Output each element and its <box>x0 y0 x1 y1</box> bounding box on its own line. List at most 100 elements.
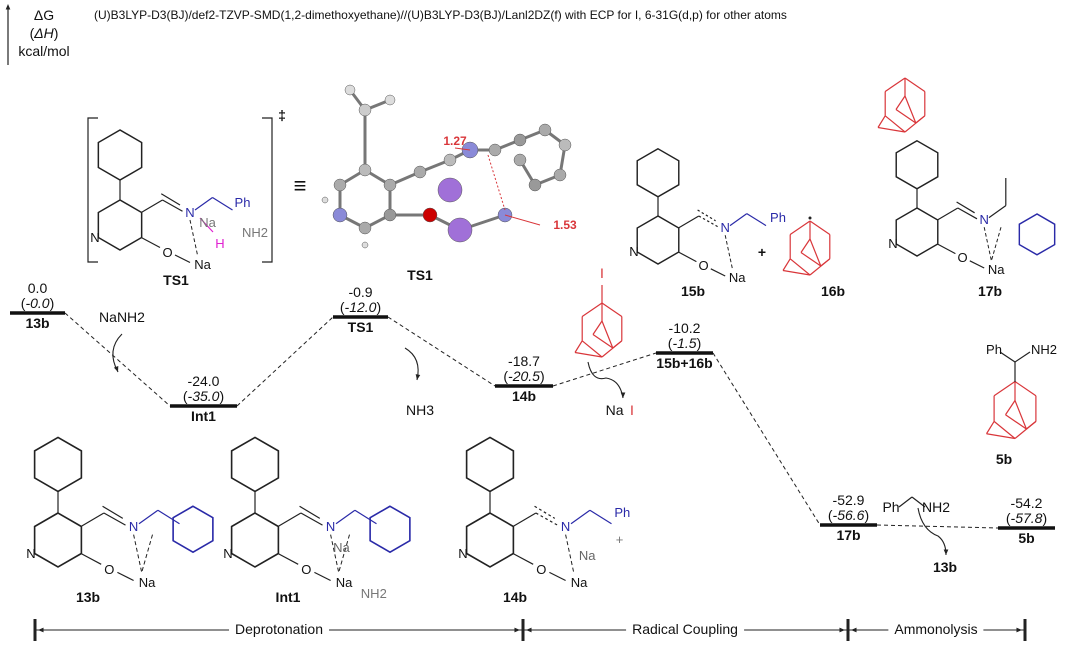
atom-label: Na <box>570 575 588 591</box>
int1-label: Int1 <box>275 589 301 605</box>
15b-label: 15b <box>680 283 706 299</box>
model-atom <box>513 153 527 167</box>
h-bond-dashed <box>487 154 506 211</box>
bond <box>138 509 159 525</box>
adamantane-bond <box>574 340 583 353</box>
phenyl-ring <box>895 139 939 190</box>
ts1-structure-label: TS1 <box>163 272 189 288</box>
atom-label: NH2 <box>241 224 269 240</box>
model-atom <box>443 153 457 167</box>
adamantane-bond <box>985 421 995 435</box>
adamantane-bond <box>581 340 603 358</box>
adamantane-17b <box>877 77 926 133</box>
13b-label: 13b <box>75 589 101 605</box>
atom-label: Na <box>987 262 1005 278</box>
adamantane-bond <box>1014 400 1027 430</box>
energy-dG-value: 0.0 <box>27 280 48 296</box>
atom-label: Ph <box>614 505 631 520</box>
bond <box>534 505 556 519</box>
structure-sInt1 <box>230 436 411 582</box>
atom-label: NH2 <box>360 586 387 601</box>
atom-label: Na <box>333 540 350 556</box>
model-atom <box>358 221 372 235</box>
distance-arrow <box>454 147 471 151</box>
model-atom <box>358 163 372 177</box>
bond <box>160 193 181 206</box>
atom-label: Na <box>335 575 353 591</box>
arrow-head <box>514 627 520 633</box>
atom-label: N <box>979 212 989 227</box>
energy-dG-value: -24.0 <box>187 373 220 389</box>
bond <box>162 199 183 212</box>
model-atom <box>437 177 463 203</box>
adamantane-bond <box>1014 381 1037 397</box>
bond <box>937 243 956 255</box>
product-13b: 13b <box>932 559 958 575</box>
atom-label: N <box>560 518 571 534</box>
adamantane-bond <box>895 109 917 124</box>
bond <box>102 505 124 519</box>
benzylamine-ph: Ph <box>882 499 900 515</box>
energy-dH-value: -0.0 <box>21 296 54 311</box>
adamantane-bond <box>1026 420 1037 430</box>
phenyl-ring <box>230 436 280 493</box>
iodoadamantane <box>574 302 623 358</box>
bond <box>80 512 105 528</box>
connector-dashed-line <box>387 316 496 387</box>
bond <box>194 197 213 211</box>
adamantane-bond <box>877 115 886 128</box>
atom-label: H <box>215 235 225 251</box>
energy-level-name: 17b <box>836 527 861 543</box>
reagent-arrow-13b <box>917 507 947 556</box>
benzyl-ring <box>369 505 411 554</box>
arrow-head <box>415 374 421 380</box>
atom-label: N <box>185 204 195 220</box>
h-transfer-bond <box>199 217 214 233</box>
atom-label: N <box>325 518 336 534</box>
model-atom <box>528 178 542 192</box>
axis-dH-label: ΔH <box>30 26 59 41</box>
adamantane-bond <box>986 433 1016 440</box>
pyridine-ring <box>895 207 939 257</box>
model-atom <box>513 133 527 147</box>
5b-bond <box>999 351 1016 363</box>
model-atom <box>413 165 427 179</box>
benzylamine-bond <box>911 496 926 508</box>
phase-label-radical-coupling: Radical Coupling <box>626 622 744 637</box>
pyridine-ring <box>465 512 515 568</box>
atom-label: O <box>536 561 547 577</box>
bond <box>746 213 767 227</box>
connector-dashed-line <box>64 312 171 407</box>
atom-label: N <box>223 545 233 561</box>
ts1-model-label: TS1 <box>407 267 433 283</box>
adamantane-bond <box>1005 400 1016 416</box>
arrow-head <box>38 627 44 633</box>
energy-dG-value: -52.9 <box>832 492 865 508</box>
adamantane-bond <box>877 126 906 133</box>
adamantane-bond <box>782 269 811 276</box>
bond <box>354 509 377 525</box>
arrow-head <box>620 392 626 398</box>
atom-label: Na <box>199 214 216 230</box>
distance-arrow <box>504 214 541 226</box>
coordination-bond <box>990 227 1002 261</box>
bond <box>698 215 719 228</box>
model-atom <box>488 143 502 157</box>
adamantane-bond <box>601 320 614 349</box>
coordination-bond <box>983 227 992 261</box>
equivalent-sign: ≡ <box>293 173 307 198</box>
adamantane-5b <box>985 381 1037 440</box>
bond <box>957 207 978 220</box>
arrow-head <box>5 4 11 10</box>
atom-label: N <box>90 229 100 245</box>
adamantane-bond <box>789 220 811 235</box>
adamantane-bond <box>884 77 906 92</box>
arrow-head <box>839 627 845 633</box>
o-na-bond <box>549 571 566 582</box>
bond <box>80 552 102 565</box>
bond <box>512 512 537 528</box>
coordination-bond <box>565 534 575 573</box>
atom-label: O <box>698 258 709 274</box>
